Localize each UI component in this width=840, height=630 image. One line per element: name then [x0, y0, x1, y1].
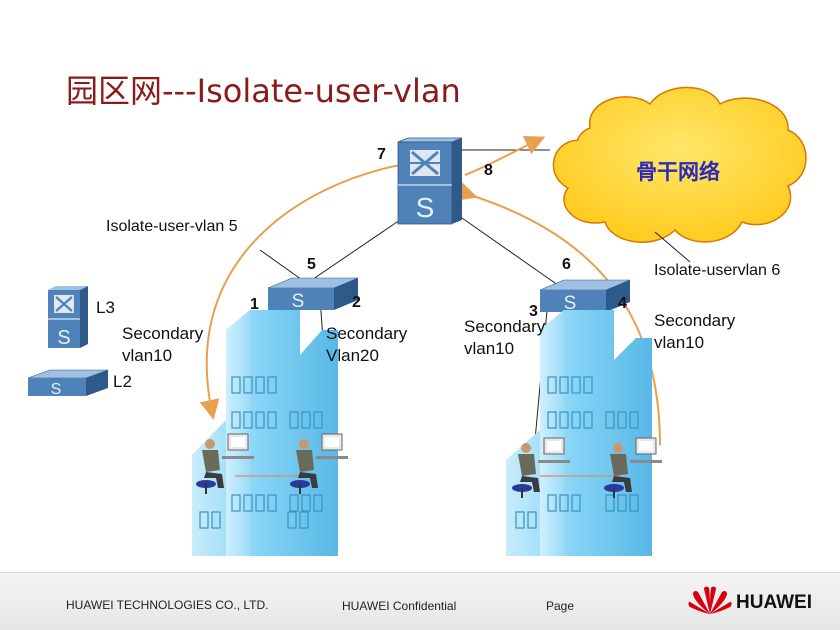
arc-right: [455, 181, 661, 446]
huawei-logo-icon: [688, 586, 732, 614]
isolate-user-vlan-5-label: Isolate-user-vlan 5: [106, 218, 238, 235]
user-workstation-icon: [196, 433, 254, 494]
building-right-icon: [506, 310, 652, 556]
port-number-5: 5: [307, 256, 316, 273]
access-switch-right-icon: S: [539, 279, 631, 314]
cloud-label: 骨干网络: [636, 160, 720, 184]
secondary-vlan10-right-line2: vlan10: [654, 333, 705, 352]
secondary-vlan10-left-line2: vlan10: [122, 346, 173, 365]
access-switch-left-icon: S: [267, 277, 359, 312]
svg-text:S: S: [57, 327, 70, 349]
link-vlan5-label: [259, 249, 306, 283]
arc-top: [464, 135, 546, 176]
link-cloud-to-label6: [654, 231, 691, 263]
user-workstation-icon: [604, 437, 662, 498]
port-number-7: 7: [377, 146, 386, 163]
cloud-icon: [552, 86, 807, 243]
port-number-1: 1: [250, 296, 259, 313]
user-workstation-icon: [290, 433, 348, 494]
svg-text:S: S: [416, 192, 435, 223]
port-number-8: 8: [484, 162, 493, 179]
core-switch-icon: S: [397, 137, 463, 225]
l2-label: L2: [113, 372, 132, 391]
footer-page: Page: [546, 599, 575, 613]
port-number-6: 6: [562, 256, 571, 273]
slide-title: 园区网---Isolate-user-vlan: [66, 72, 461, 110]
svg-text:S: S: [51, 381, 62, 398]
huawei-logo-text: HUAWEI: [736, 592, 812, 613]
port-number-4: 4: [618, 295, 627, 312]
secondary-vlan10-mid-line2: vlan10: [464, 339, 515, 358]
footer-company: HUAWEI TECHNOLOGIES CO., LTD.: [66, 598, 269, 612]
l3-label: L3: [96, 298, 115, 317]
l2-switch-icon: S: [27, 369, 109, 398]
secondary-vlan20-line2: Vlan20: [326, 346, 379, 365]
link-core-to-sw-right: [461, 217, 566, 291]
port-number-3: 3: [529, 303, 538, 320]
isolate-uservlan-6-label: Isolate-uservlan 6: [654, 262, 781, 279]
svg-text:S: S: [564, 293, 577, 314]
port-number-2: 2: [352, 294, 361, 311]
user-workstation-icon: [512, 437, 570, 498]
building-left-icon: [192, 310, 338, 556]
secondary-vlan10-mid-line1: Secondary: [464, 317, 546, 336]
secondary-vlan20-line1: Secondary: [326, 324, 408, 343]
l3-switch-icon: S: [48, 286, 88, 349]
footer-confidential: HUAWEI Confidential: [342, 599, 457, 613]
svg-text:S: S: [292, 291, 305, 312]
arc-left: [199, 164, 401, 420]
secondary-vlan10-left-line1: Secondary: [122, 324, 204, 343]
traffic-arcs: [199, 135, 661, 446]
secondary-vlan10-right-line1: Secondary: [654, 311, 736, 330]
